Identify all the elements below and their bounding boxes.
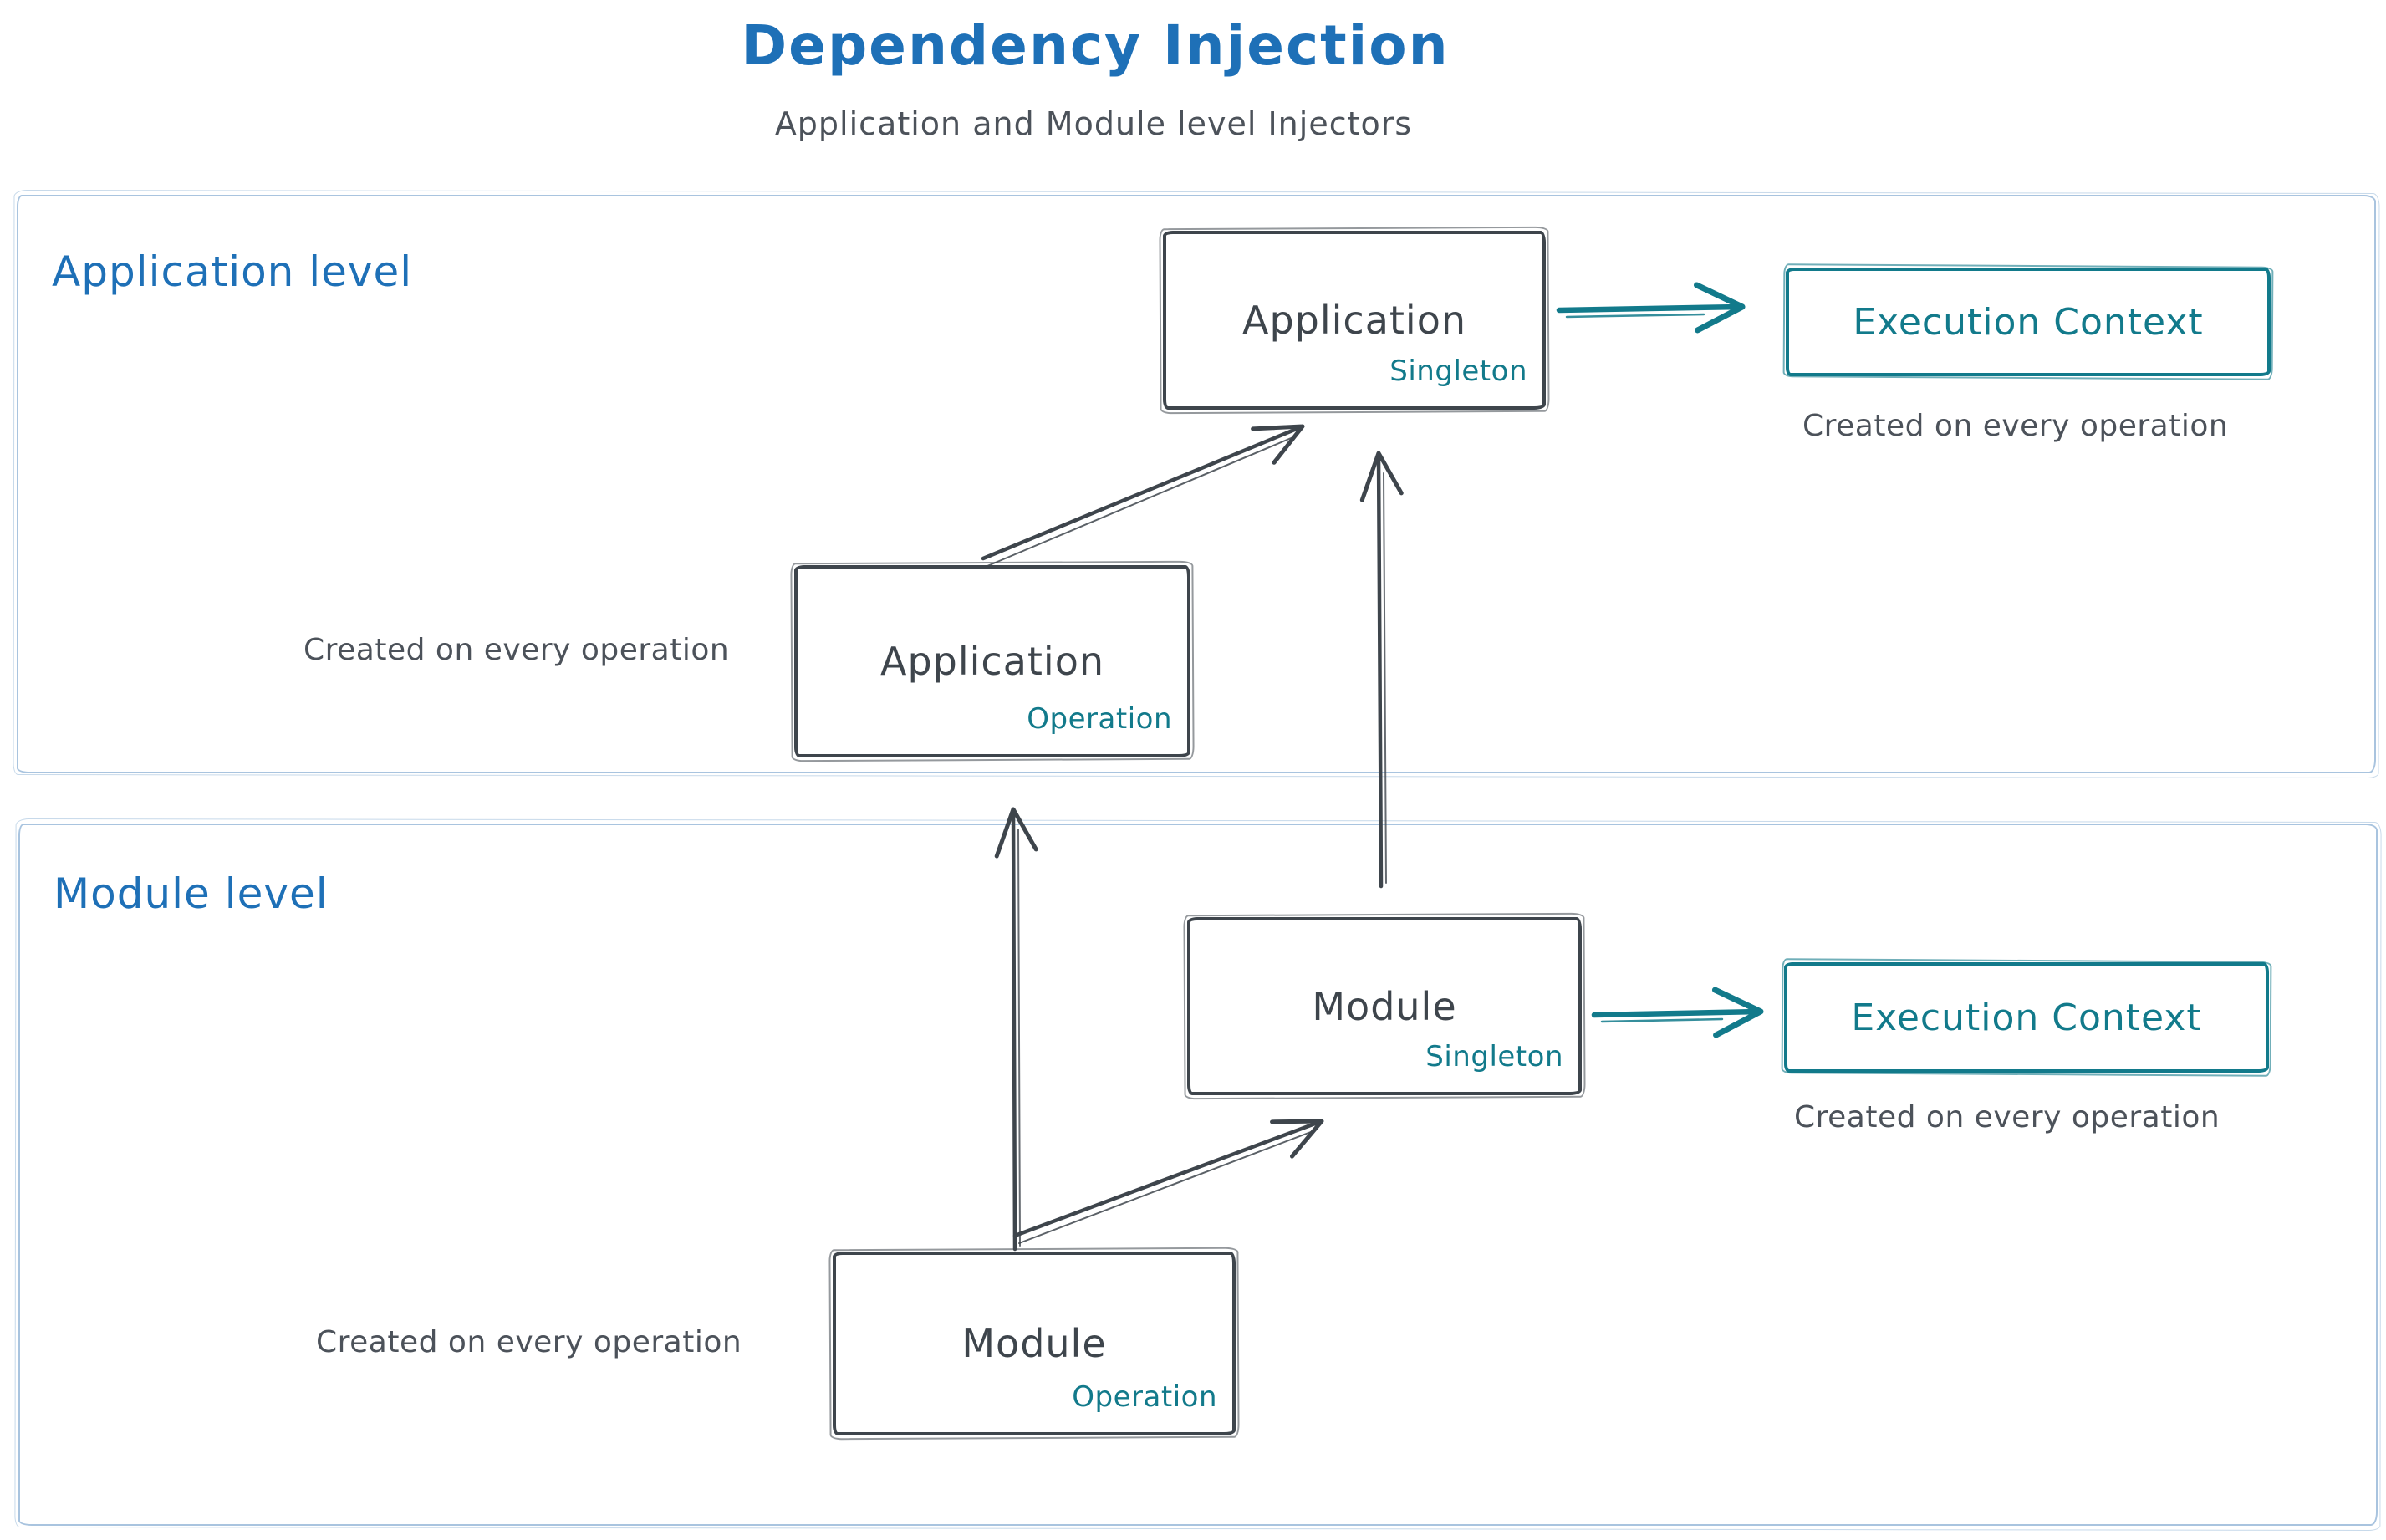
app-singleton-box: Application Singleton: [1163, 231, 1546, 410]
app-singleton-box-tag: Singleton: [1389, 354, 1527, 388]
page-title: Dependency Injection: [741, 13, 1450, 78]
app-execution-context-caption: Created on every operation: [1802, 409, 2229, 443]
app-operation-box-tag: Operation: [1027, 702, 1172, 736]
app-singleton-box-label: Application: [1241, 298, 1467, 343]
module-execution-context-box: Execution Context: [1784, 962, 2269, 1073]
app-execution-context-box: Execution Context: [1786, 268, 2271, 376]
module-operation-box-label: Module: [961, 1321, 1107, 1366]
module-singleton-box: Module Singleton: [1187, 917, 1582, 1095]
app-operation-box-label: Application: [879, 639, 1105, 684]
app-operation-caption: Created on every operation: [303, 633, 730, 667]
application-level-label: Application level: [52, 247, 413, 296]
module-operation-caption: Created on every operation: [316, 1325, 742, 1359]
module-execution-context-label: Execution Context: [1851, 996, 2202, 1039]
module-execution-context-caption: Created on every operation: [1794, 1100, 2220, 1135]
page-subtitle: Application and Module level Injectors: [774, 105, 1413, 142]
module-singleton-box-tag: Singleton: [1425, 1040, 1563, 1073]
app-execution-context-label: Execution Context: [1853, 300, 2204, 344]
module-singleton-box-label: Module: [1312, 983, 1457, 1029]
module-level-label: Module level: [54, 869, 329, 918]
module-level-container: [18, 824, 2378, 1526]
module-operation-box: Module Operation: [833, 1252, 1236, 1435]
application-level-container: [17, 195, 2376, 773]
app-operation-box: Application Operation: [794, 565, 1190, 757]
module-operation-box-tag: Operation: [1072, 1380, 1217, 1414]
